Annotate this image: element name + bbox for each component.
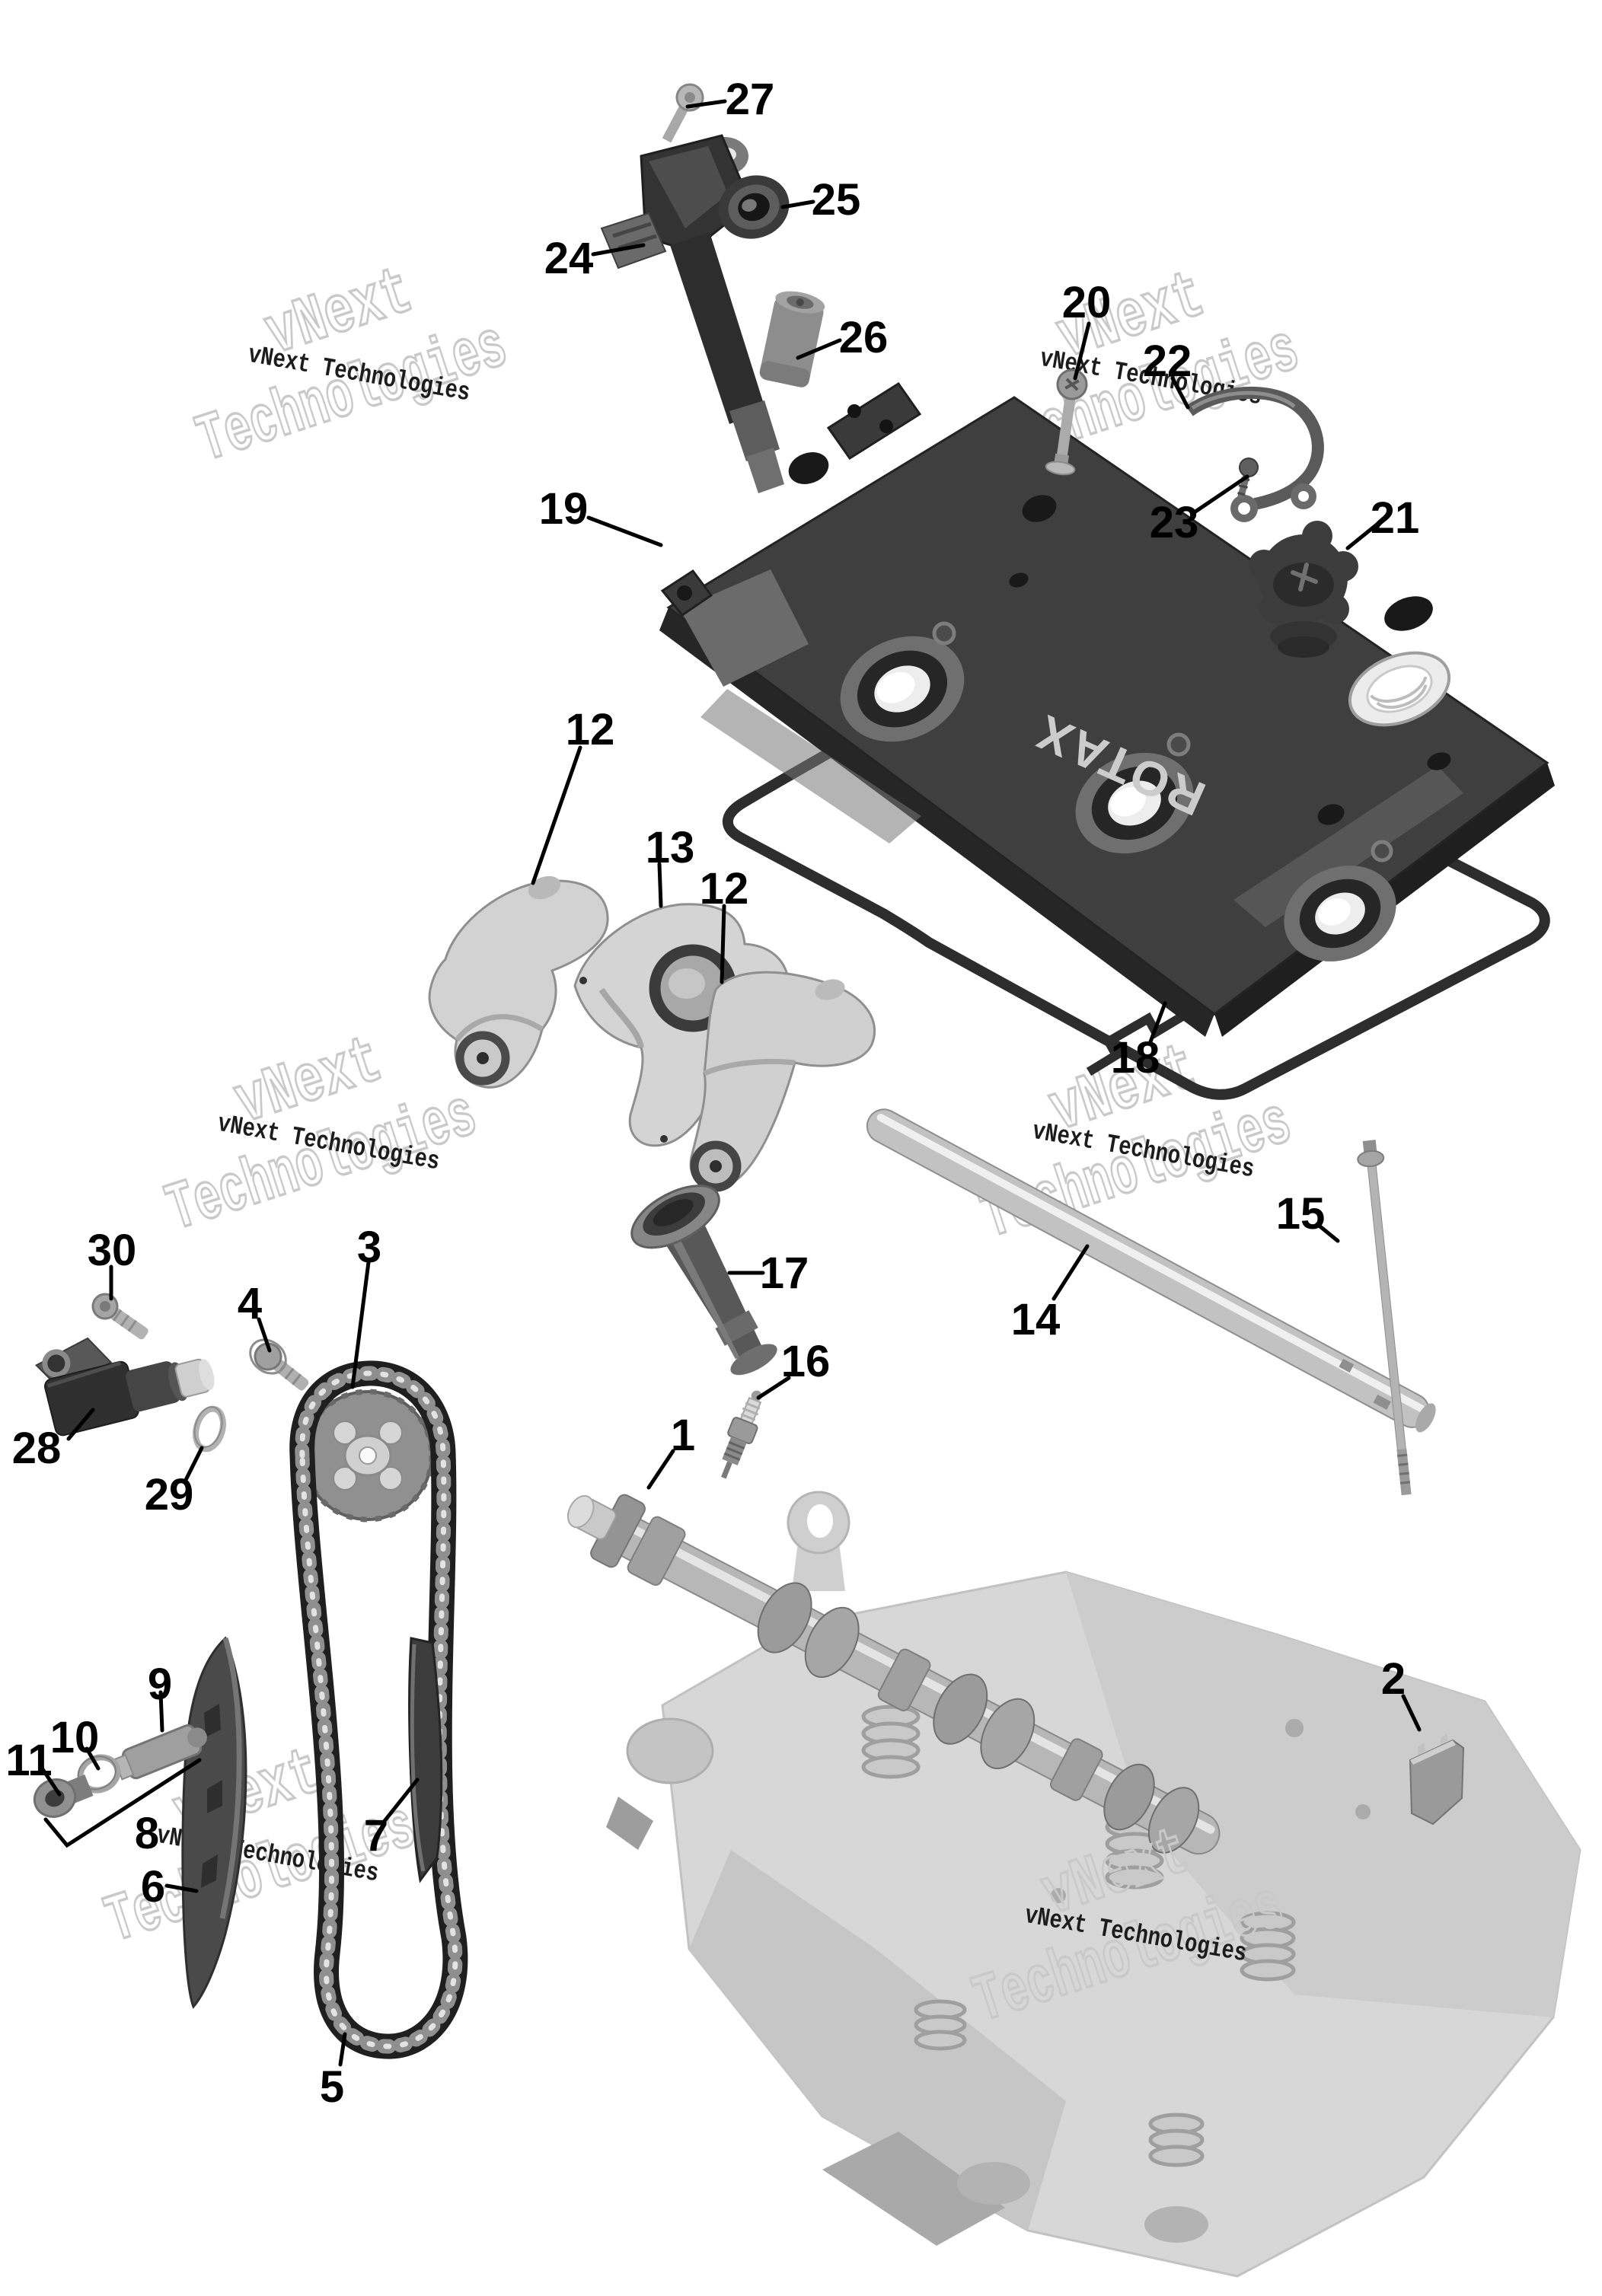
callout-7: 7	[364, 1811, 388, 1861]
cover-bolt-bosses	[932, 621, 1393, 863]
spark-plug	[721, 1390, 762, 1479]
callout-8: 8	[135, 1809, 159, 1858]
callout-9: 9	[148, 1660, 172, 1709]
camshaft-sprocket	[301, 1389, 435, 1523]
cover-holes	[788, 452, 1451, 825]
callout-20: 20	[1062, 278, 1112, 327]
callout-17: 17	[760, 1248, 809, 1298]
callout-23: 23	[1150, 498, 1199, 547]
tensioner-plug	[33, 1775, 94, 1818]
callout-28: 28	[12, 1424, 62, 1473]
callout-25: 25	[812, 175, 861, 225]
callout-27: 27	[726, 75, 775, 124]
valve-springs	[861, 1704, 1296, 2167]
callout-24: 24	[544, 234, 594, 283]
spark-tube-tower	[1284, 866, 1396, 961]
cover-mount-tab	[826, 381, 922, 461]
leader-lines	[40, 99, 1422, 2067]
callout-18: 18	[1111, 1033, 1160, 1083]
callout-11: 11	[5, 1736, 52, 1785]
callout-30: 30	[88, 1226, 137, 1275]
cylinder-head-illustration	[606, 1491, 1581, 2278]
watermark-top-left: vNext Technologies vNext Technologies	[187, 254, 518, 482]
spark-plug-tube	[630, 1185, 777, 1376]
cover-corner-flange	[660, 569, 713, 617]
long-bolt	[1357, 1140, 1412, 1496]
retaining-strap	[1186, 386, 1324, 522]
stud-bolt	[1045, 368, 1088, 476]
tensioner-blade	[408, 1637, 443, 1883]
bracket-line-8	[43, 1758, 202, 1848]
sensor-o-ring	[193, 1405, 226, 1453]
tensioner-piston	[113, 1724, 207, 1781]
callout-labels: 27 25 24 26 20 22 23 21 19 12 13 12 18 1…	[5, 75, 1419, 2112]
lifting-eyelet	[787, 1491, 850, 1591]
callout-29: 29	[145, 1470, 194, 1520]
callout-12a: 12	[566, 705, 615, 754]
callout-10: 10	[50, 1713, 100, 1762]
callout-4: 4	[238, 1279, 262, 1328]
valve-cover: ROTAX	[659, 381, 1555, 1037]
callout-6: 6	[141, 1862, 165, 1912]
callout-19: 19	[539, 484, 589, 534]
callout-5: 5	[320, 2062, 344, 2112]
callout-26: 26	[839, 313, 889, 362]
spark-tube-tower	[840, 636, 965, 742]
end-cap	[1409, 1734, 1465, 1826]
callout-16: 16	[781, 1337, 831, 1386]
callout-2: 2	[1381, 1654, 1406, 1704]
callout-1: 1	[671, 1411, 695, 1460]
coil-screw	[662, 83, 704, 143]
callout-22: 22	[1143, 336, 1192, 386]
timing-chain	[289, 1360, 468, 2059]
seal-ring	[718, 175, 790, 239]
sensor-bolt	[91, 1293, 148, 1340]
callout-14: 14	[1011, 1295, 1061, 1344]
rocker-shaft	[866, 1108, 1436, 1433]
oil-filler-neck	[1348, 651, 1451, 727]
callout-12b: 12	[700, 864, 749, 914]
rocker-arm-right	[689, 971, 876, 1192]
watermark-mid-left: vNext Technologies vNext Technologies	[157, 1023, 487, 1251]
callout-3: 3	[357, 1223, 381, 1272]
spark-plug-cap	[759, 291, 825, 387]
rocker-arm-left	[428, 875, 609, 1089]
sprocket-bolt	[249, 1338, 309, 1391]
chain-guide	[181, 1636, 247, 2009]
camshaft	[567, 1494, 1221, 1855]
spark-tube-tower	[1075, 752, 1194, 854]
oil-filler-cap	[1249, 521, 1358, 658]
callout-15: 15	[1276, 1189, 1326, 1239]
camshaft-position-sensor	[35, 1337, 215, 1437]
callout-21: 21	[1371, 493, 1420, 543]
callout-13: 13	[646, 823, 695, 872]
